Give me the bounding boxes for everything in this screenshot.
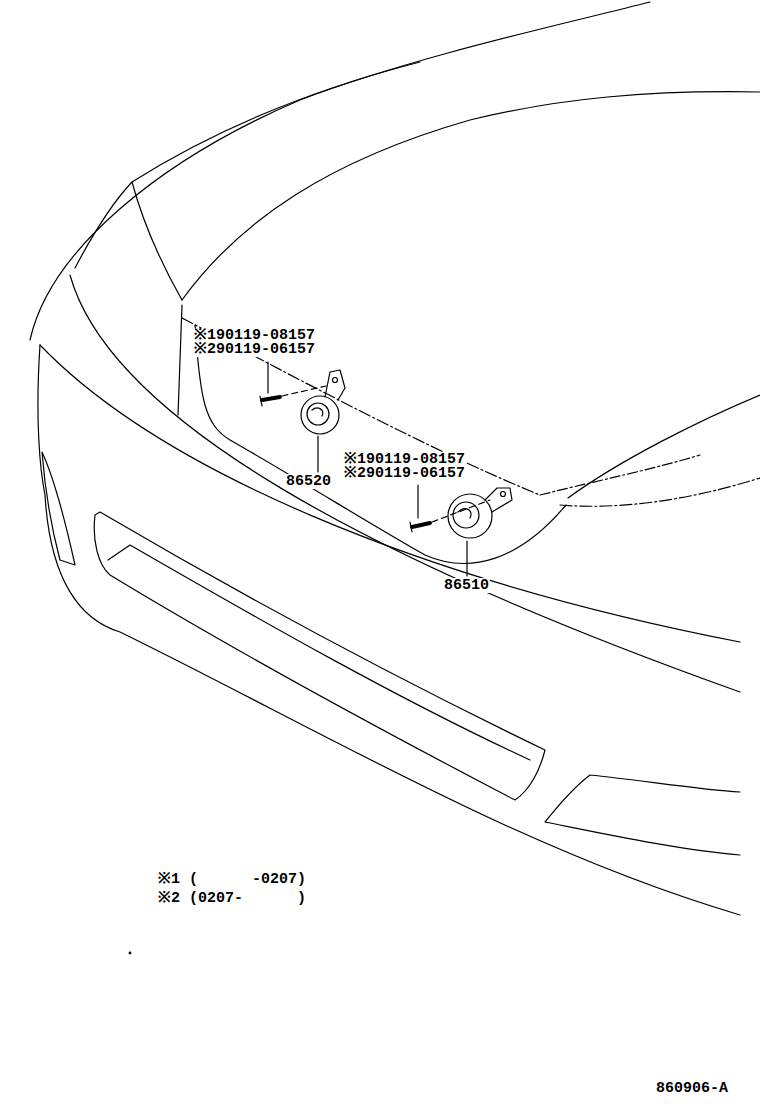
hood-edge-right bbox=[560, 478, 760, 506]
hood-outline bbox=[30, 2, 650, 340]
part-number: ※190119-08157 bbox=[343, 452, 466, 467]
bumper-lower bbox=[38, 345, 740, 915]
leader-line bbox=[267, 362, 268, 393]
legend-note: ※2 (0207- ) bbox=[157, 891, 307, 906]
callout-number: 86520 bbox=[285, 474, 332, 489]
leader-line bbox=[317, 436, 318, 472]
bumper-line bbox=[70, 275, 740, 692]
bolt-symbol bbox=[410, 500, 490, 532]
drawing-code: 860906-A bbox=[655, 1081, 729, 1096]
part-number: ※290119-06157 bbox=[343, 466, 466, 481]
hood-edge bbox=[182, 92, 760, 300]
dot bbox=[129, 952, 131, 954]
panel-edge bbox=[178, 305, 182, 415]
grille-top bbox=[182, 318, 540, 495]
horn-symbol bbox=[448, 488, 512, 538]
hood-line bbox=[132, 182, 182, 300]
part-number: ※290119-06157 bbox=[193, 342, 316, 357]
lower-intake bbox=[94, 512, 545, 800]
hood-line bbox=[75, 62, 420, 268]
side-vent bbox=[42, 452, 75, 565]
fog-recess bbox=[545, 775, 740, 855]
bumper-line bbox=[40, 345, 740, 642]
callout-number: 86510 bbox=[443, 578, 490, 593]
grille-opening bbox=[195, 325, 566, 563]
part-number: ※190119-08157 bbox=[193, 328, 316, 343]
horn-symbol bbox=[301, 370, 345, 434]
bolt-symbol bbox=[260, 386, 326, 406]
leader-line bbox=[417, 485, 418, 518]
intake-slot bbox=[108, 545, 530, 760]
hood-edge-right bbox=[540, 455, 700, 495]
hood-edge-right bbox=[568, 395, 760, 498]
legend-note: ※1 ( -0207) bbox=[157, 872, 307, 887]
leader-line bbox=[466, 541, 467, 576]
